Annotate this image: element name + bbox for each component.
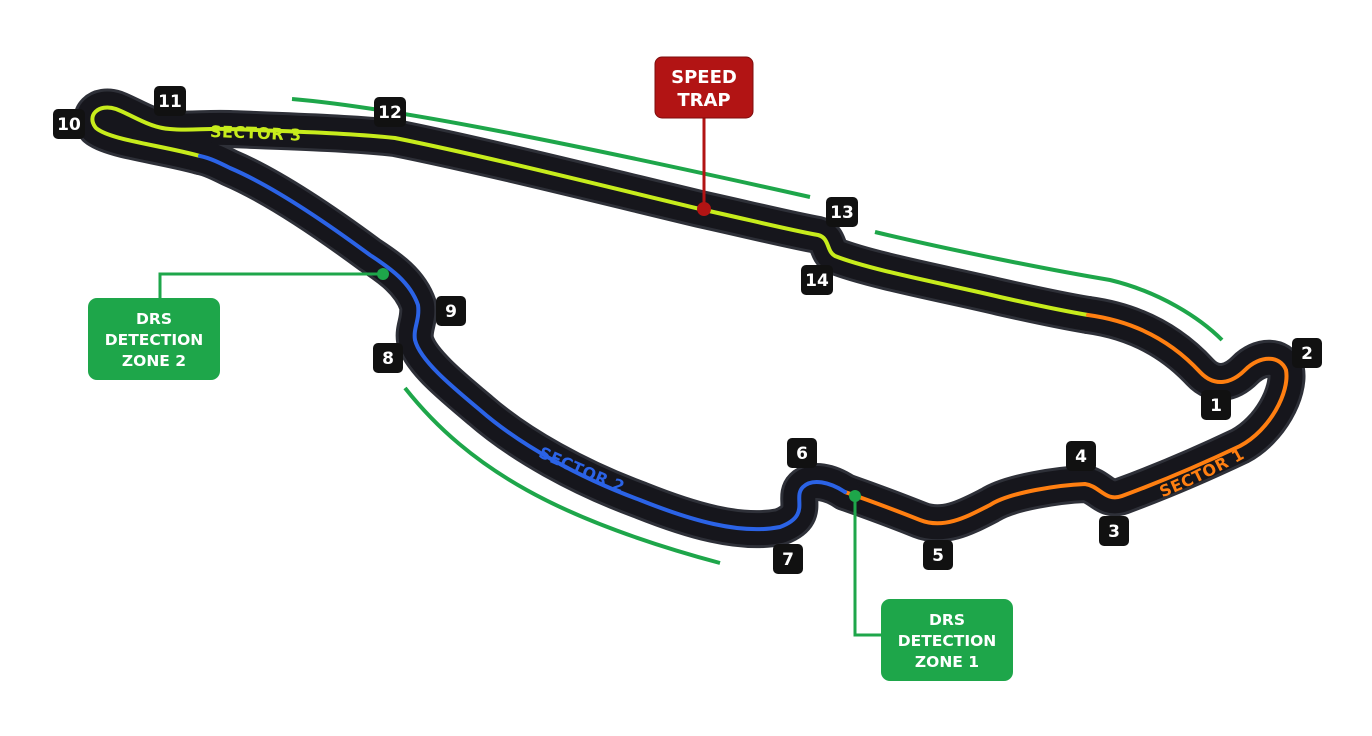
turn-7-label: 7	[782, 550, 794, 570]
turn-9-label: 9	[445, 302, 457, 322]
sector-3-label: SECTOR 3	[210, 122, 302, 145]
turn-10-label: 10	[57, 115, 81, 135]
turn-14-badge: 14	[801, 265, 833, 295]
drs-detection-2-callout: DRS DETECTION ZONE 2	[88, 298, 220, 380]
turn-12-badge: 12	[374, 97, 406, 127]
callout-connectors	[158, 116, 882, 637]
drs-detection-1-line-3: ZONE 1	[915, 653, 979, 671]
turn-markers: 1 2 3 4 5 6 7 8 9 10 11 12 13 14	[53, 86, 1322, 574]
speed-trap-line-2: TRAP	[677, 90, 730, 111]
turn-10-badge: 10	[53, 109, 85, 139]
drs-zone-line-sector-2	[403, 386, 721, 565]
drs-detection-1-dot	[849, 490, 861, 502]
turn-12-label: 12	[378, 103, 402, 123]
turn-2-label: 2	[1301, 344, 1313, 364]
drs-detection-2-connector	[158, 272, 383, 300]
drs-detection-1-line-1: DRS	[929, 611, 965, 629]
turn-7-badge: 7	[773, 544, 803, 574]
turn-3-label: 3	[1108, 522, 1120, 542]
turn-2-badge: 2	[1292, 338, 1322, 368]
drs-zone-line-back-straight	[874, 230, 1224, 342]
turn-13-label: 13	[830, 203, 854, 223]
turn-3-badge: 3	[1099, 516, 1129, 546]
turn-5-label: 5	[932, 546, 944, 566]
turn-6-badge: 6	[787, 438, 817, 468]
speed-trap-line-1: SPEED	[671, 67, 737, 88]
turn-4-label: 4	[1075, 447, 1087, 467]
turn-13-badge: 13	[826, 197, 858, 227]
turn-11-label: 11	[158, 92, 182, 112]
drs-detection-1-connector	[853, 496, 882, 637]
drs-detection-1-line-2: DETECTION	[898, 632, 996, 650]
drs-detection-2-line-3: ZONE 2	[122, 352, 186, 370]
turn-8-label: 8	[382, 349, 394, 369]
drs-detection-2-line-2: DETECTION	[105, 331, 203, 349]
turn-8-badge: 8	[373, 343, 403, 373]
drs-zone-line-main-straight	[291, 97, 811, 199]
turn-4-badge: 4	[1066, 441, 1096, 471]
drs-detection-2-line-1: DRS	[136, 310, 172, 328]
speed-trap-dot	[697, 202, 711, 216]
drs-detection-1-callout: DRS DETECTION ZONE 1	[881, 599, 1013, 681]
turn-6-label: 6	[796, 444, 808, 464]
turn-11-badge: 11	[154, 86, 186, 116]
speed-trap-callout: SPEED TRAP	[654, 56, 754, 119]
drs-detection-2-dot	[377, 268, 389, 280]
turn-9-badge: 9	[436, 296, 466, 326]
turn-1-badge: 1	[1201, 390, 1231, 420]
turn-5-badge: 5	[923, 540, 953, 570]
turn-1-label: 1	[1210, 396, 1222, 416]
turn-14-label: 14	[805, 271, 829, 291]
drs-zones	[291, 97, 1224, 565]
